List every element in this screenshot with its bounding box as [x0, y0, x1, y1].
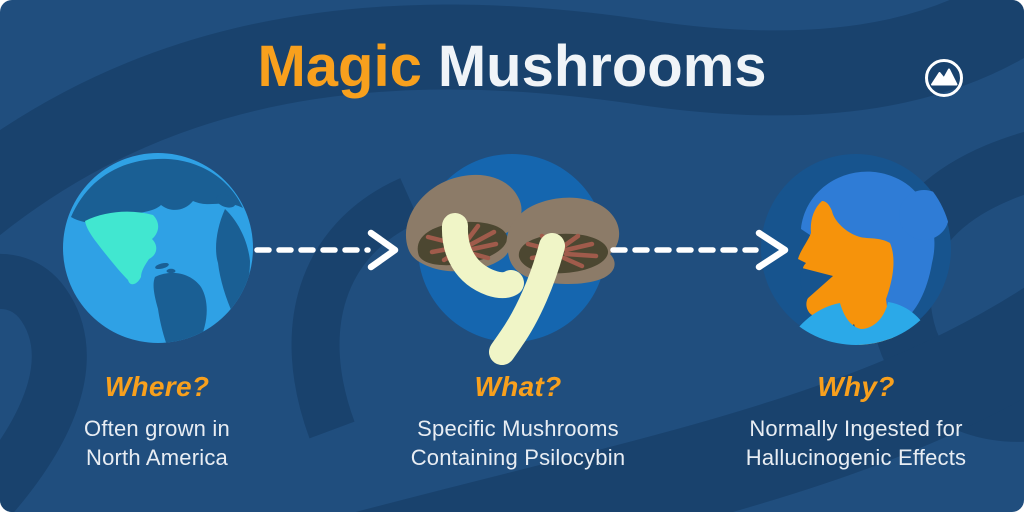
globe-illustration	[63, 153, 253, 343]
step-what: What? Specific Mushrooms Containing Psil…	[366, 371, 670, 472]
shirt-shape	[776, 302, 940, 345]
step-where-description: Often grown in North America	[84, 416, 230, 471]
hair-bun	[899, 190, 949, 240]
open-mouth	[800, 268, 833, 299]
globe-arctic-landmass	[71, 158, 243, 224]
mountain-logo-icon	[925, 59, 963, 97]
step-what-label: What?	[474, 371, 562, 402]
step-where-label: Where?	[104, 371, 210, 402]
mushrooms-illustration	[405, 154, 620, 365]
title-rest: Mushrooms	[437, 34, 767, 99]
step-why-label: Why?	[817, 371, 895, 402]
left-mushroom	[405, 174, 524, 299]
step-what-description: Specific Mushrooms Containing Psilocybin	[410, 416, 626, 471]
step-where: Where? Often grown in North America	[7, 371, 307, 472]
flow-arrow-1	[254, 229, 399, 271]
head-illustration	[761, 154, 951, 345]
flow-arrow-2	[610, 229, 789, 271]
step-why-description: Normally Ingested for Hallucinogenic Eff…	[745, 416, 967, 471]
globe-africa	[216, 209, 250, 314]
globe-north-america-highlight	[85, 211, 159, 285]
step-why: Why? Normally Ingested for Hallucinogeni…	[704, 371, 1008, 472]
right-mushroom	[489, 197, 620, 365]
title-highlight: Magic	[257, 34, 422, 99]
